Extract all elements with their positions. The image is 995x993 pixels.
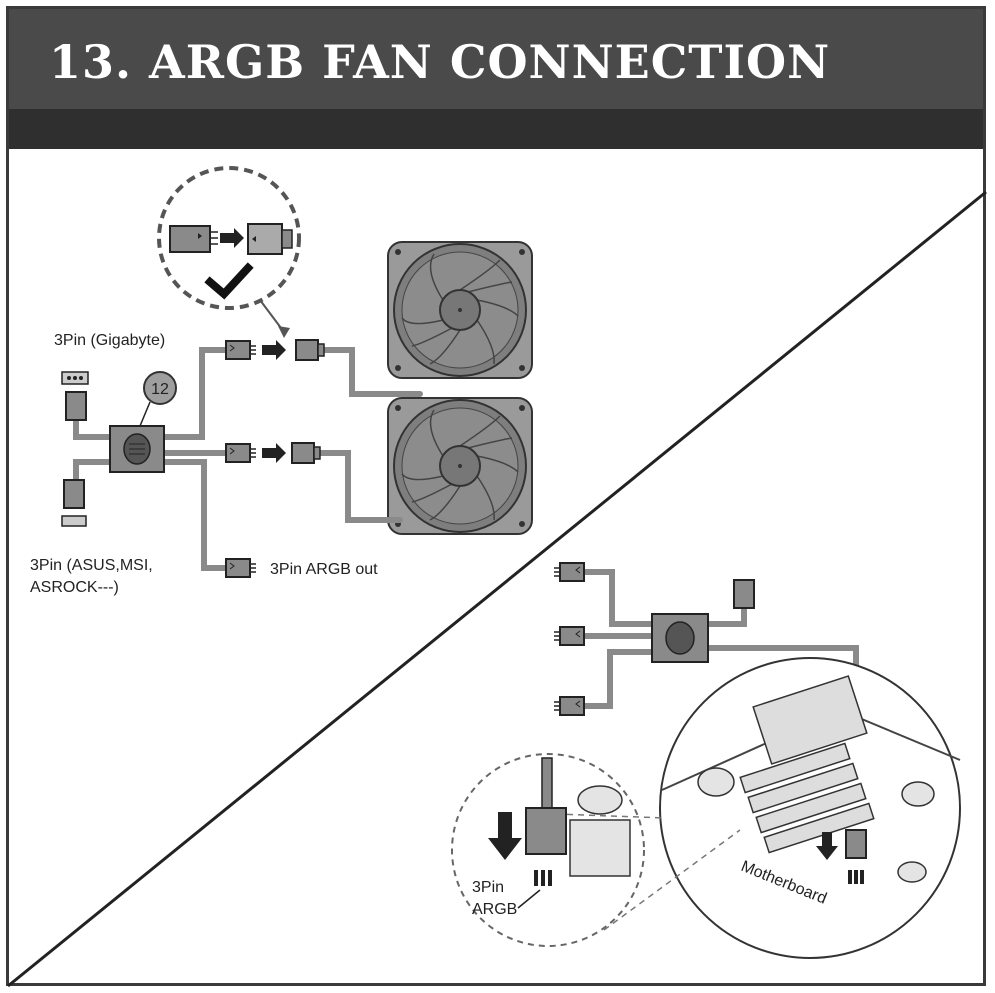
fan-icon-bottom [387,397,533,535]
socket-lower [733,579,755,609]
arrow-down-icon [488,812,522,860]
socket-fan-bottom [291,442,321,464]
label-asus-line1: 3Pin (ASUS,MSI, [30,557,153,574]
plug-middle [225,443,257,463]
label-argb-header-line1: 3Pin [472,879,504,896]
arrow-down-icon-mobo [816,832,838,860]
hub-icon [109,425,165,473]
cables-upper [73,347,423,571]
page-title: 13. ARGB FAN CONNECTION [49,35,831,89]
label-argb-header-line2: ARGB [472,901,517,918]
label-gigabyte: 3Pin (Gigabyte) [54,332,165,349]
section-divider [7,190,987,988]
label-argb-out: 3Pin ARGB out [270,561,378,578]
hub-icon-lower [651,613,709,663]
plug-lower-3 [553,696,585,716]
socket-fan-top [295,339,325,361]
label-asus-line2: ASROCK---) [30,579,119,596]
zoom-detail-lower [451,753,741,947]
check-icon [204,262,254,300]
hub-number-badge [143,371,177,405]
asus-connector [61,479,87,527]
gigabyte-connector [61,371,89,421]
plug-top [225,340,257,360]
arrow-right-icon [220,228,286,463]
header-subbar [9,109,983,149]
plug-lower-1 [553,562,585,582]
fan-icon-top [387,241,533,379]
header-bar: 13. ARGB FAN CONNECTION [9,9,983,109]
motherboard-detail [659,657,961,959]
zoom-detail-top [157,166,301,338]
plug-lower-2 [553,626,585,646]
plug-argb-out [225,558,257,578]
hub-number: 12 [151,381,169,398]
